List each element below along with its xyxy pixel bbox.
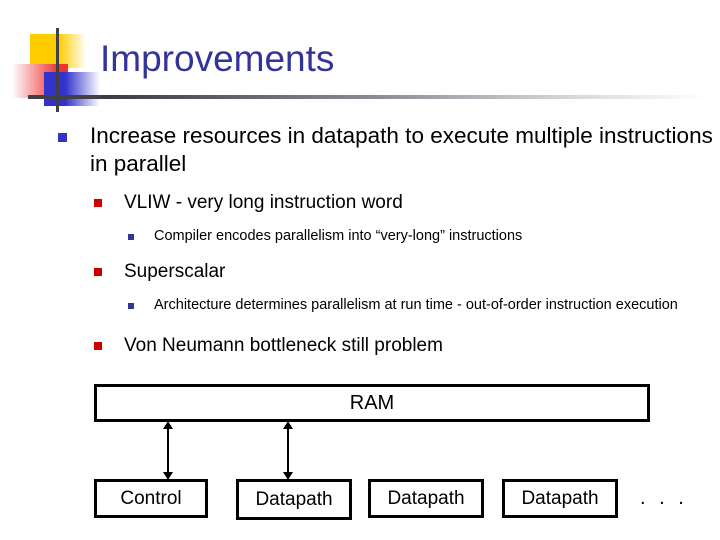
title-underline-rule [100, 95, 708, 99]
bullet-item-level3-architecture: Architecture determines parallelism at r… [128, 296, 702, 315]
red-square-bullet-icon [94, 268, 102, 276]
navy-square-bullet-icon [128, 303, 134, 309]
bullet-text: Compiler encodes parallelism into “very-… [154, 228, 523, 244]
diagram-control-label: Control [120, 487, 182, 509]
decoration-horizontal-line-stub [28, 95, 102, 99]
bullet-item-level2-vonneumann: Von Neumann bottleneck still problem [94, 333, 720, 358]
red-square-bullet-icon [94, 342, 102, 350]
arrow-ram-to-control [161, 421, 175, 480]
bullet-item-level3-compiler: Compiler encodes parallelism into “very-… [128, 227, 720, 246]
diagram-control-box[interactable]: Control [94, 479, 208, 518]
bullet-text: Increase resources in datapath to execut… [90, 123, 713, 176]
bullet-item-level2-vliw: VLIW - very long instruction word [94, 190, 720, 215]
bullet-text: Superscalar [124, 261, 226, 282]
bullet-item-level1: Increase resources in datapath to execut… [58, 122, 720, 178]
arrow-shaft [287, 421, 289, 480]
page-title: Improvements [100, 38, 335, 79]
diagram-datapath-box-3[interactable]: Datapath [502, 479, 618, 518]
blue-square-bullet-icon [58, 133, 67, 142]
decoration-blue-square [44, 72, 100, 106]
diagram-datapath-label: Datapath [255, 488, 333, 510]
red-square-bullet-icon [94, 199, 102, 207]
bullet-text: Von Neumann bottleneck still problem [124, 335, 443, 356]
bullet-text: VLIW - very long instruction word [124, 192, 403, 213]
diagram-datapath-label: Datapath [521, 487, 599, 509]
diagram-datapath-label: Datapath [387, 487, 465, 509]
slide-title-area: Improvements [0, 0, 720, 112]
navy-square-bullet-icon [128, 234, 134, 240]
diagram-datapath-box-2[interactable]: Datapath [368, 479, 484, 518]
diagram-ram-label: RAM [349, 391, 395, 414]
bullet-item-level2-superscalar: Superscalar [94, 259, 720, 284]
bullet-text: Architecture determines parallelism at r… [154, 297, 678, 313]
slide-body: Increase resources in datapath to execut… [0, 112, 720, 358]
arrow-head-up-icon [283, 421, 293, 429]
diagram-datapath-box-1[interactable]: Datapath [236, 479, 352, 520]
diagram-ellipsis: . . . [640, 487, 688, 509]
arrow-shaft [167, 421, 169, 480]
decoration-vertical-line [56, 28, 59, 112]
arrow-ram-to-datapath [281, 421, 295, 480]
diagram-ram-box[interactable]: RAM [94, 384, 650, 422]
arrow-head-up-icon [163, 421, 173, 429]
